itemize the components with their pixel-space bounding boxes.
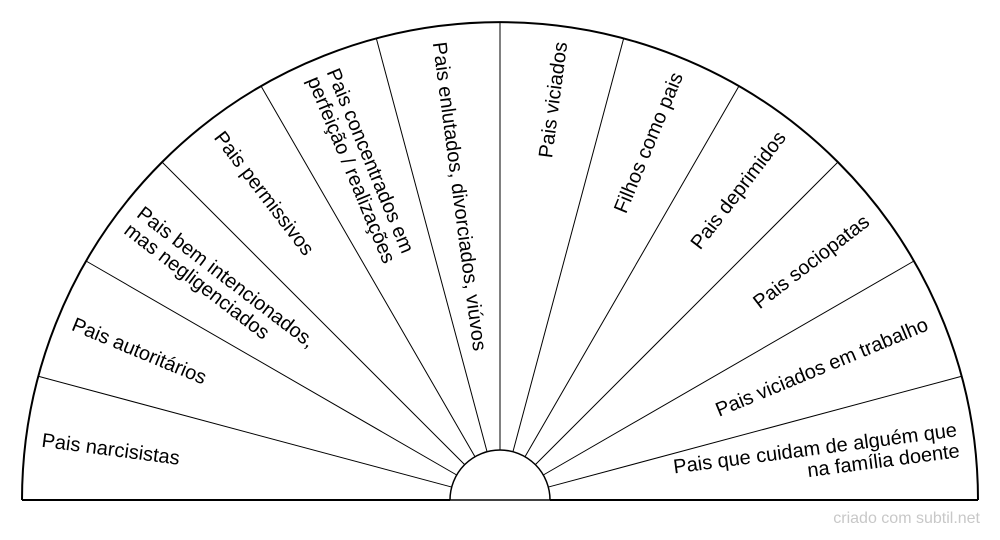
segment-label: Pais sociopatas — [749, 211, 874, 314]
segment-divider — [375, 38, 488, 452]
segment-label-line: Pais narcisistas — [40, 430, 181, 470]
segment-divider — [85, 260, 457, 476]
segment-label: Pais enlutados, divorciados, viúvos — [428, 41, 490, 352]
segment-label-line: Pais deprimidos — [687, 127, 791, 253]
chart-segments — [38, 22, 962, 488]
outer-arc — [21, 21, 979, 501]
segment-label: Pais viciados em trabalho — [712, 314, 931, 422]
segment-label: Pais permissivos — [209, 127, 318, 259]
segment-label-line: Pais viciados em trabalho — [712, 314, 931, 422]
segment-label-line: Pais enlutados, divorciados, viúvos — [428, 41, 490, 352]
segment-label-line: Pais sociopatas — [749, 211, 874, 314]
segment-divider — [38, 375, 452, 488]
footer-credit: criado com subtil.net — [833, 510, 980, 527]
segment-divider — [260, 85, 476, 457]
segment-label-line: Pais autoritários — [69, 314, 210, 389]
segment-label: Pais autoritários — [69, 314, 210, 389]
segment-divider — [524, 85, 740, 457]
segment-label: Pais deprimidos — [687, 127, 791, 253]
segment-label: Pais viciados — [535, 41, 572, 160]
segment-divider — [161, 161, 465, 465]
segment-divider — [543, 260, 915, 476]
segment-divider — [548, 375, 962, 488]
inner-arc — [449, 449, 551, 501]
segment-divider — [535, 161, 839, 465]
segment-label: Pais narcisistas — [40, 430, 181, 470]
segment-label-line: Pais viciados — [535, 41, 572, 160]
segment-label-line: Pais permissivos — [209, 127, 318, 259]
segment-divider — [512, 38, 625, 452]
